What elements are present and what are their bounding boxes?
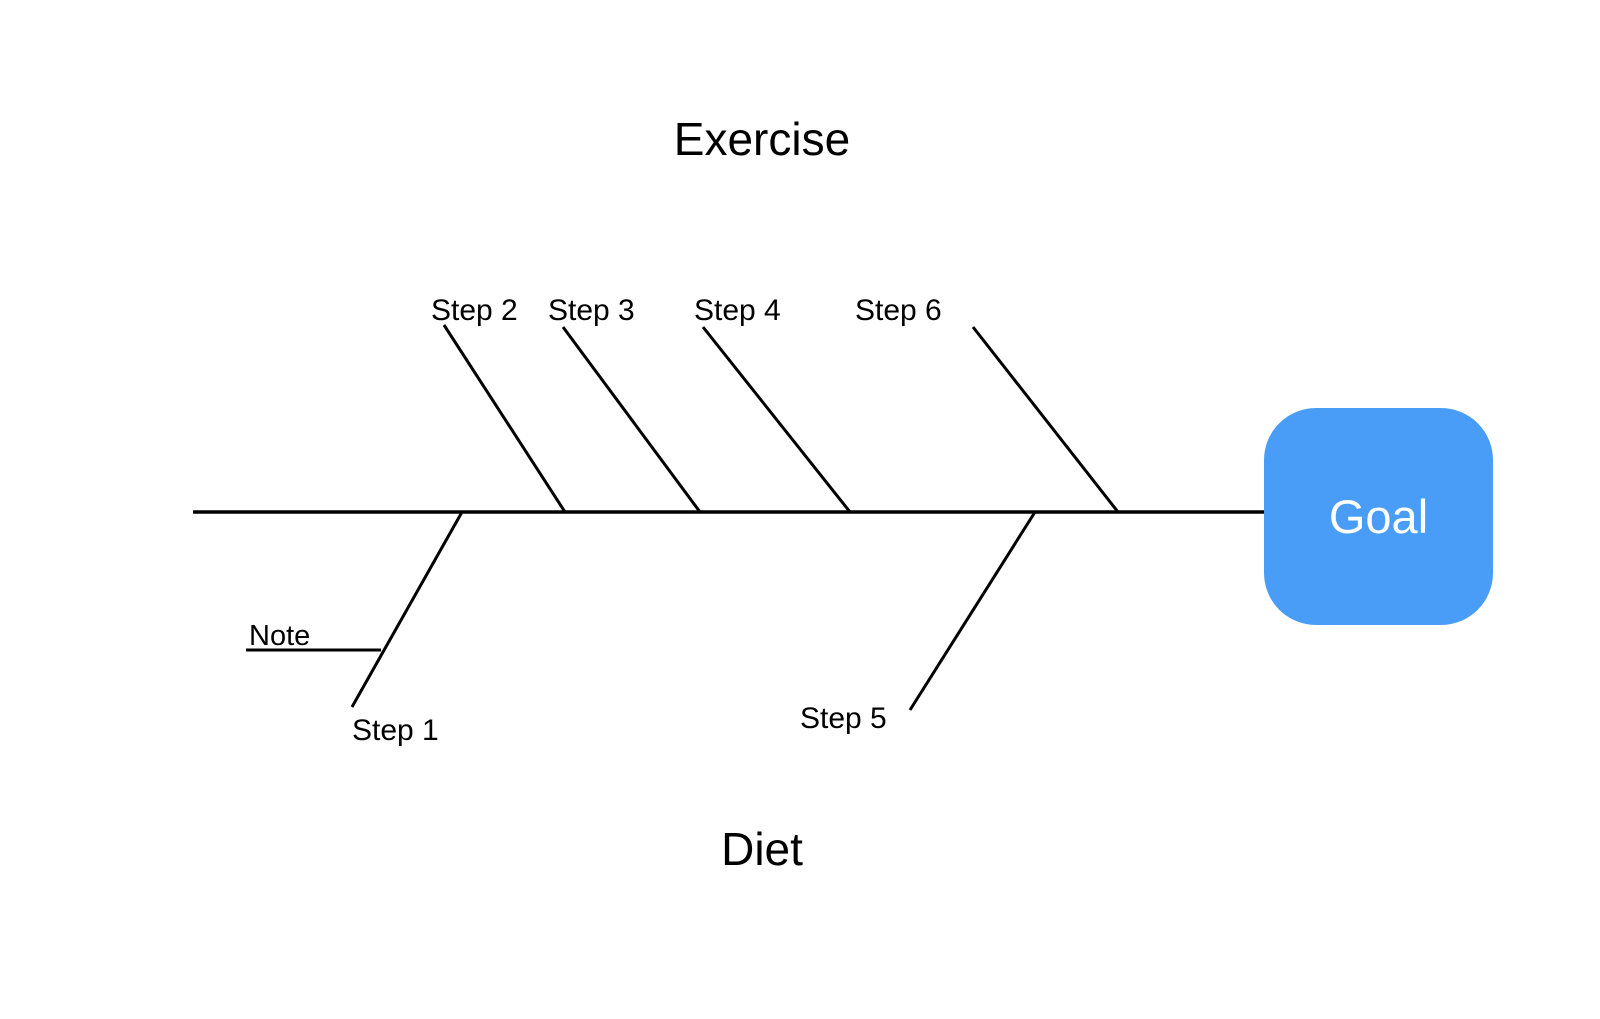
category-title-top: Exercise: [674, 113, 850, 165]
goal-label: Goal: [1329, 490, 1428, 543]
bone-line-step-2: [442, 324, 567, 513]
goal-box[interactable]: [1264, 408, 1493, 625]
bone-step-3[interactable]: Step 3: [548, 294, 702, 513]
bone-label-step-5: Step 5: [800, 702, 887, 735]
bone-label-step-4: Step 4: [694, 294, 781, 327]
bone-line-step-3: [561, 326, 702, 513]
bone-label-step-2: Step 2: [431, 294, 518, 327]
bone-label-step-6: Step 6: [855, 294, 942, 327]
bone-line-step-4: [701, 326, 852, 513]
bone-step-4[interactable]: Step 4: [694, 294, 852, 513]
note-branch[interactable]: Note: [246, 620, 381, 652]
bone-step-2[interactable]: Step 2: [431, 294, 567, 513]
note-label: Note: [249, 620, 310, 652]
bone-step-5[interactable]: Step 5: [800, 511, 1037, 735]
bone-label-step-3: Step 3: [548, 294, 635, 327]
goal-node[interactable]: Goal: [1264, 408, 1493, 625]
category-title-bottom: Diet: [721, 823, 803, 875]
bone-step-6[interactable]: Step 6: [855, 294, 1120, 513]
bone-line-step-1: [350, 511, 464, 708]
bone-line-step-6: [971, 326, 1120, 513]
bone-line-step-5: [908, 511, 1037, 711]
bone-step-1[interactable]: Step 1: [350, 511, 464, 747]
bone-label-step-1: Step 1: [352, 714, 439, 747]
